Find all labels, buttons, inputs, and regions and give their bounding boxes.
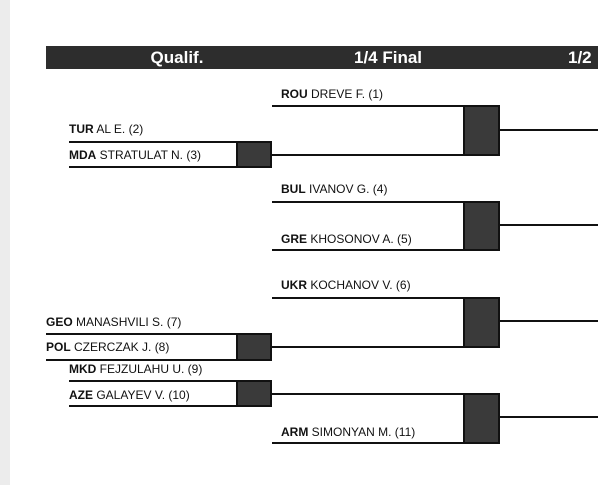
country-code: ROU bbox=[281, 87, 308, 101]
round-header-bar: Qualif. 1/4 Final 1/2 bbox=[46, 46, 598, 69]
country-code: BUL bbox=[281, 182, 306, 196]
bracket-entry: GEO MANASHVILI S. (7) bbox=[46, 315, 181, 329]
athlete-name: STRATULAT N. (3) bbox=[99, 148, 202, 162]
bracket-entry: MKD FEJZULAHU U. (9) bbox=[69, 362, 202, 376]
bracket-line bbox=[69, 166, 272, 168]
bracket-entry: POL CZERCZAK J. (8) bbox=[46, 340, 169, 354]
bracket-line bbox=[272, 297, 500, 299]
athlete-name: KHOSONOV A. (5) bbox=[310, 232, 412, 246]
athlete-name: SIMONYAN M. (11) bbox=[311, 425, 416, 439]
bracket-line bbox=[46, 359, 272, 361]
bracket-line bbox=[272, 154, 500, 156]
bracket-line bbox=[500, 224, 598, 226]
bracket-line bbox=[500, 320, 598, 322]
bracket-line bbox=[272, 442, 500, 444]
bracket-entry: ARM SIMONYAN M. (11) bbox=[281, 425, 415, 439]
match-box bbox=[236, 141, 272, 168]
athlete-name: IVANOV G. (4) bbox=[309, 182, 388, 196]
match-box bbox=[463, 105, 500, 156]
athlete-name: FEJZULAHU U. (9) bbox=[99, 362, 203, 376]
bracket-line bbox=[69, 405, 272, 407]
qualif-header: Qualif. bbox=[150, 48, 204, 67]
quarter-final-header: 1/4 Final bbox=[353, 48, 423, 67]
match-box bbox=[463, 393, 500, 444]
bracket-entry: UKR KOCHANOV V. (6) bbox=[281, 278, 411, 292]
bracket-line bbox=[46, 333, 272, 335]
country-code: GRE bbox=[281, 232, 308, 246]
bracket-entry: MDA STRATULAT N. (3) bbox=[69, 148, 201, 162]
bracket-line bbox=[272, 346, 500, 348]
athlete-name: GALAYEV V. (10) bbox=[96, 388, 190, 402]
bracket-line bbox=[69, 380, 272, 382]
match-box bbox=[463, 297, 500, 348]
country-code: POL bbox=[46, 340, 71, 354]
bracket-line bbox=[69, 141, 272, 143]
bracket-line bbox=[272, 201, 500, 203]
match-box bbox=[236, 380, 272, 407]
country-code: ARM bbox=[281, 425, 309, 439]
bracket-entry: BUL IVANOV G. (4) bbox=[281, 182, 387, 196]
country-code: GEO bbox=[46, 315, 73, 329]
bracket-entry: GRE KHOSONOV A. (5) bbox=[281, 232, 412, 246]
country-code: TUR bbox=[69, 122, 94, 136]
athlete-name: CZERCZAK J. (8) bbox=[74, 340, 170, 354]
bracket-line bbox=[272, 393, 500, 395]
country-code: AZE bbox=[69, 388, 93, 402]
bracket-entry: AZE GALAYEV V. (10) bbox=[69, 388, 190, 402]
semi-final-header: 1/2 bbox=[568, 48, 592, 67]
country-code: MDA bbox=[69, 148, 97, 162]
match-box bbox=[463, 201, 500, 251]
bracket-sheet bbox=[10, 0, 598, 485]
bracket-line bbox=[272, 249, 500, 251]
match-box bbox=[236, 333, 272, 361]
bracket-line bbox=[272, 105, 500, 107]
athlete-name: MANASHVILI S. (7) bbox=[76, 315, 182, 329]
athlete-name: KOCHANOV V. (6) bbox=[310, 278, 411, 292]
bracket-line bbox=[500, 416, 598, 418]
country-code: UKR bbox=[281, 278, 307, 292]
bracket-entry: TUR AL E. (2) bbox=[69, 122, 143, 136]
bracket-entry: ROU DREVE F. (1) bbox=[281, 87, 383, 101]
country-code: MKD bbox=[69, 362, 97, 376]
athlete-name: AL E. (2) bbox=[96, 122, 144, 136]
athlete-name: DREVE F. (1) bbox=[311, 87, 384, 101]
bracket-line bbox=[500, 129, 598, 131]
